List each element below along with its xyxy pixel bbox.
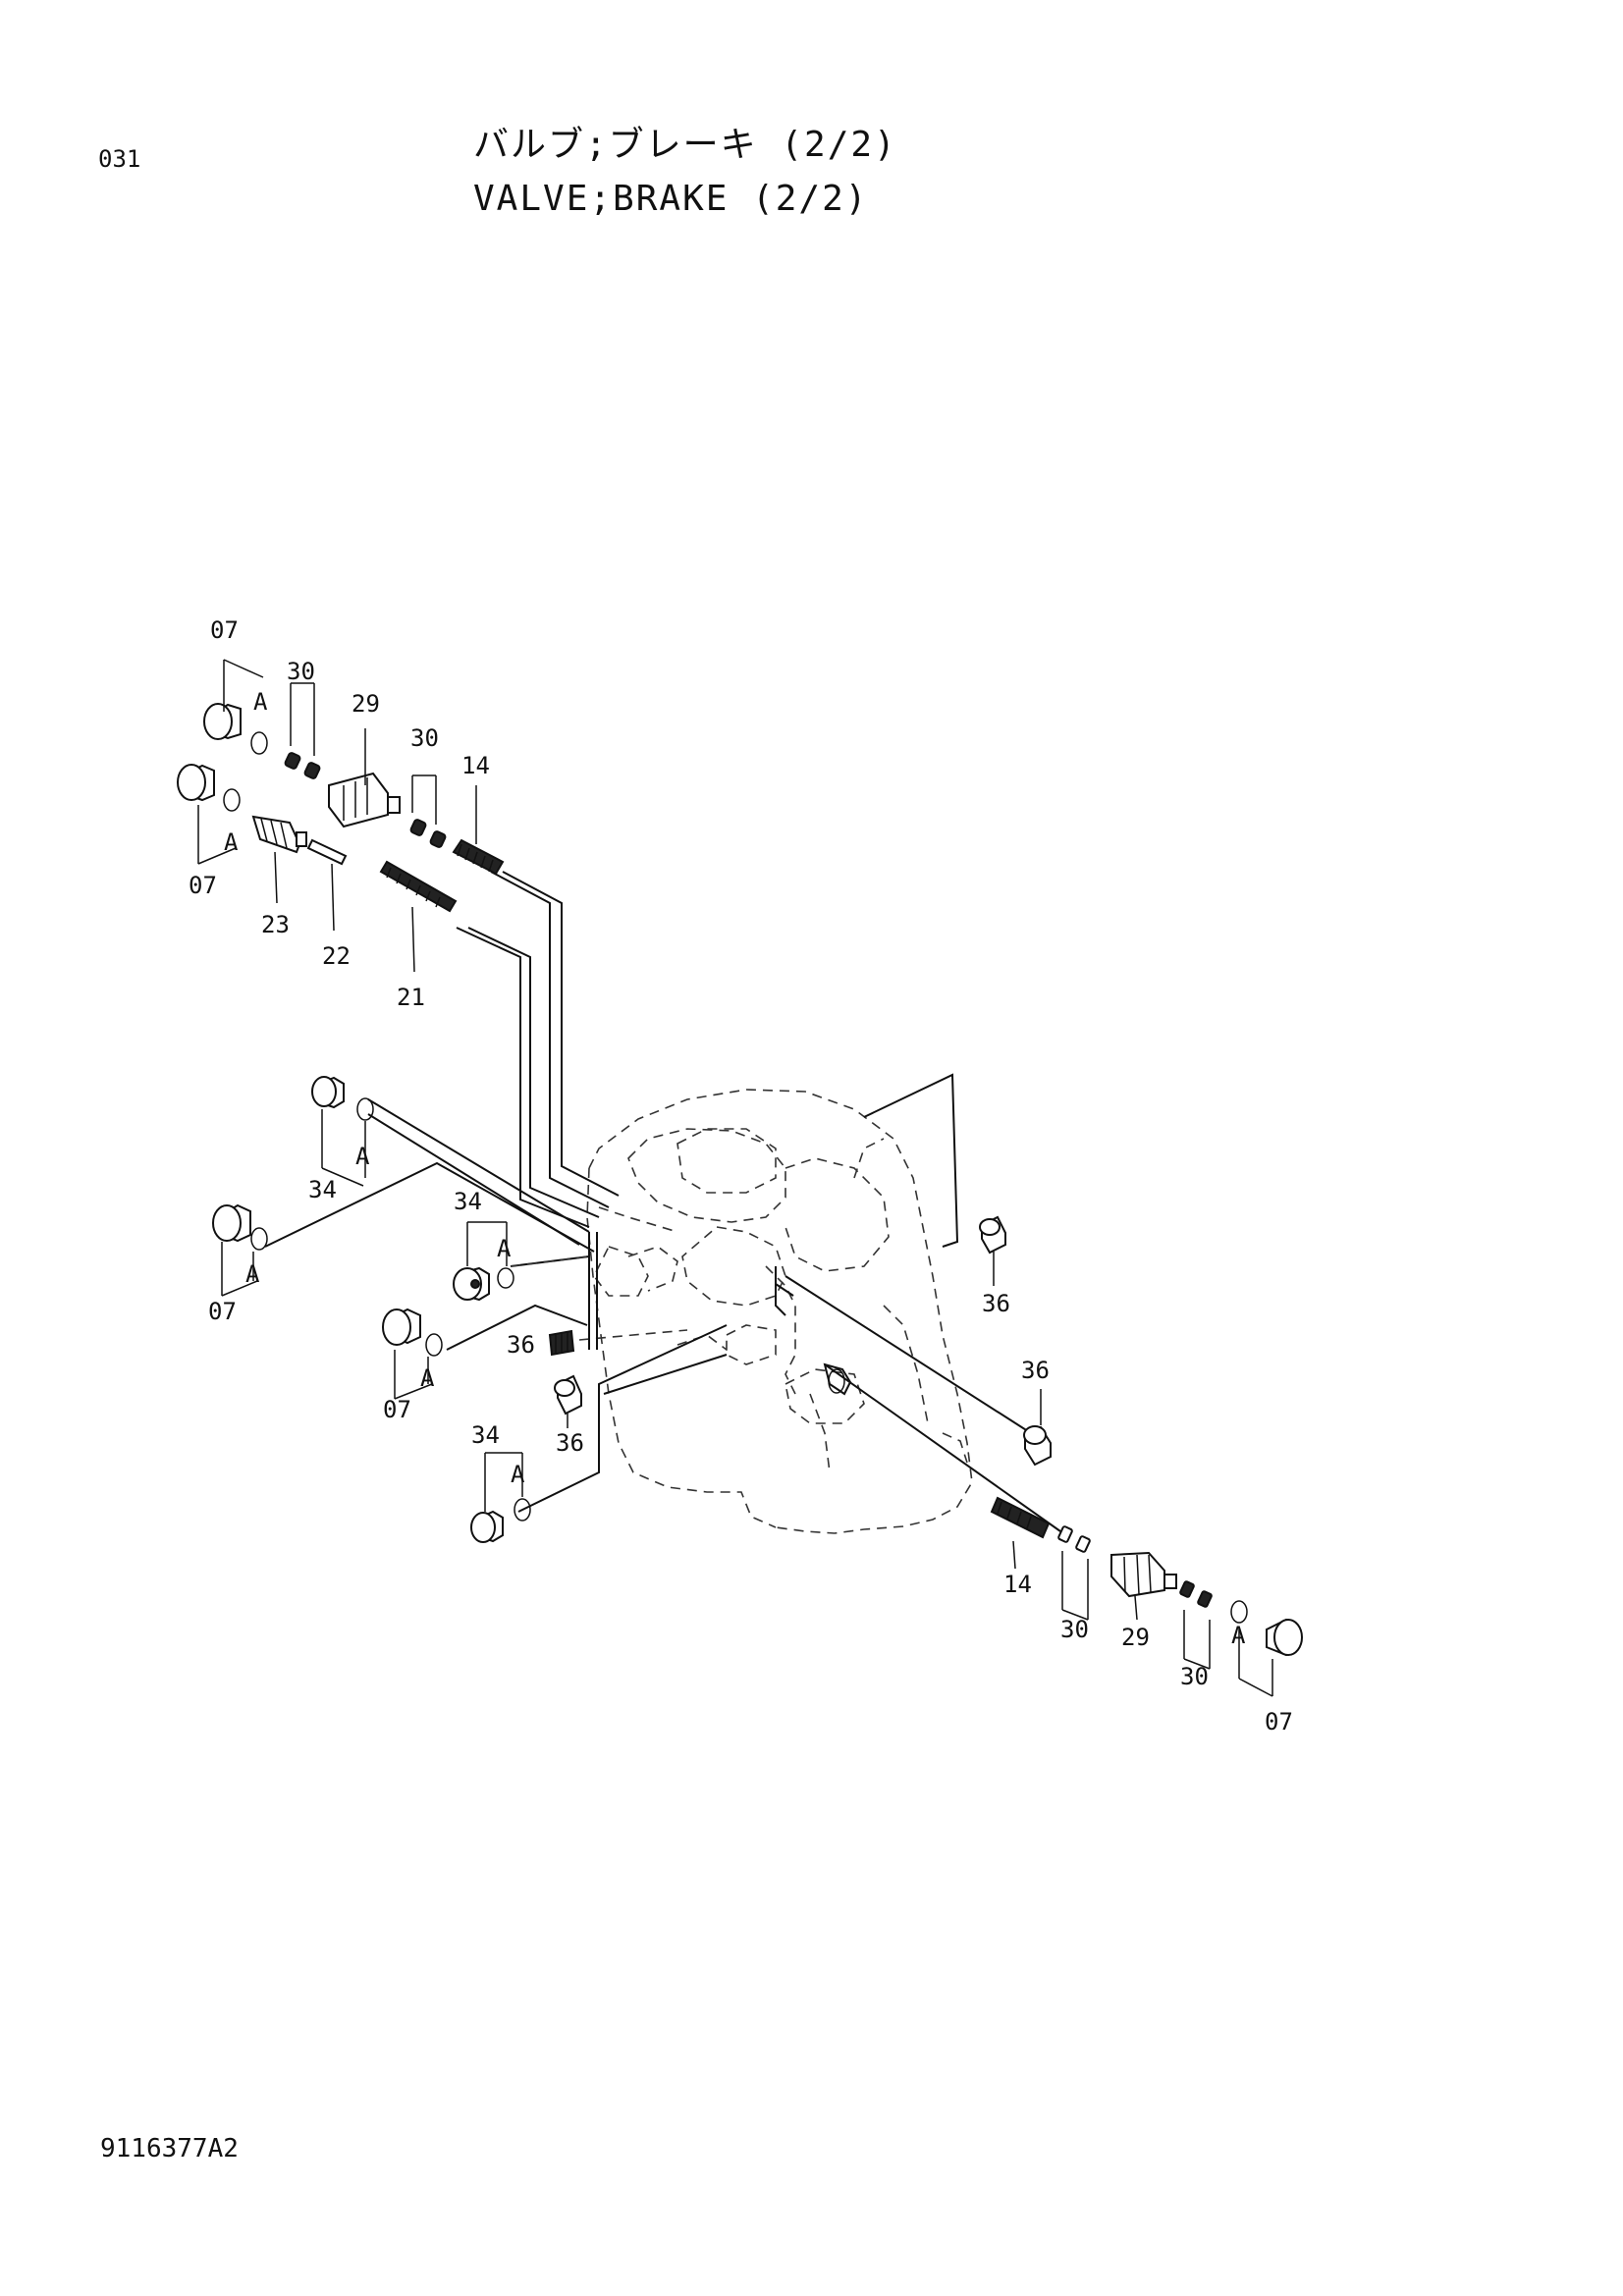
o-ring-second bbox=[223, 788, 241, 812]
callout-07: 07 bbox=[210, 616, 239, 644]
plug-07-lower-right bbox=[1266, 1618, 1303, 1657]
shim-30-e bbox=[1057, 1525, 1073, 1543]
plug-07-middle-left bbox=[212, 1203, 251, 1243]
plug-36-d bbox=[1023, 1425, 1052, 1467]
callout-a: A bbox=[253, 688, 268, 716]
spool-29-upper bbox=[328, 772, 401, 828]
shim-30-d bbox=[429, 830, 447, 848]
left-middle-group bbox=[212, 1076, 531, 1543]
callout-29: 29 bbox=[1121, 1624, 1150, 1651]
callout-07: 07 bbox=[208, 1298, 237, 1325]
leader-lines bbox=[264, 871, 1061, 1532]
plug-34-lower bbox=[470, 1510, 504, 1543]
o-ring-07-middle-left bbox=[250, 1227, 268, 1251]
plug-34-middle bbox=[453, 1266, 490, 1302]
valve-body-outline bbox=[586, 1089, 973, 1534]
callout-29: 29 bbox=[352, 690, 380, 718]
callout-14: 14 bbox=[1003, 1571, 1032, 1598]
callout-07: 07 bbox=[189, 872, 217, 899]
o-ring-34-middle bbox=[497, 1267, 514, 1289]
callout-a: A bbox=[497, 1235, 512, 1262]
callout-34: 34 bbox=[308, 1176, 337, 1203]
o-ring-07-lower-right bbox=[1230, 1600, 1248, 1624]
callout-21: 21 bbox=[397, 984, 425, 1011]
callout-a: A bbox=[245, 1260, 260, 1288]
callout-36: 36 bbox=[982, 1290, 1010, 1317]
piston-23 bbox=[251, 815, 307, 854]
callout-22: 22 bbox=[322, 942, 351, 970]
shim-30-a bbox=[284, 752, 301, 770]
plug-07-second bbox=[177, 764, 215, 802]
plug-36-group bbox=[548, 1215, 1052, 1467]
callout-a: A bbox=[1231, 1622, 1246, 1649]
callout-36: 36 bbox=[507, 1331, 535, 1359]
drawing-code: 9116377A2 bbox=[100, 2134, 239, 2163]
spool-29-lower bbox=[1110, 1551, 1177, 1598]
callout-36: 36 bbox=[1021, 1357, 1050, 1384]
callout-30: 30 bbox=[1180, 1663, 1209, 1690]
page-number: 031 bbox=[98, 145, 141, 173]
callout-07: 07 bbox=[1265, 1708, 1293, 1735]
o-ring-07-lower-left bbox=[425, 1333, 443, 1357]
o-ring-34-lower bbox=[514, 1498, 531, 1522]
callout-34: 34 bbox=[471, 1421, 500, 1449]
o-ring-top bbox=[250, 731, 268, 755]
spring-14-upper bbox=[452, 838, 505, 876]
plug-36-a bbox=[548, 1329, 575, 1357]
callout-a: A bbox=[355, 1143, 370, 1170]
plug-07-top bbox=[203, 703, 242, 740]
plug-07-lower-left bbox=[382, 1308, 421, 1346]
callout-a: A bbox=[420, 1364, 435, 1392]
spring-21 bbox=[379, 860, 458, 913]
callout-labels: 07 A 30 29 30 14 A 07 23 22 21 A 34 34 A… bbox=[189, 616, 1293, 1735]
shim-30-c bbox=[409, 819, 427, 836]
plug-36-b bbox=[554, 1374, 582, 1415]
title-english: VALVE;BRAKE (2/2) bbox=[473, 179, 869, 219]
callout-a: A bbox=[224, 828, 239, 856]
shim-30-b bbox=[303, 762, 321, 779]
pin-22 bbox=[306, 838, 348, 866]
upper-part-group bbox=[177, 659, 505, 973]
lower-right-group bbox=[990, 1496, 1303, 1697]
callout-14: 14 bbox=[461, 752, 490, 779]
plug-36-c bbox=[979, 1215, 1006, 1255]
callout-07: 07 bbox=[383, 1396, 411, 1423]
plug-34-upper bbox=[311, 1076, 345, 1109]
callout-23: 23 bbox=[261, 911, 290, 938]
callout-30: 30 bbox=[410, 724, 439, 752]
spring-14-lower bbox=[990, 1496, 1051, 1539]
callout-30: 30 bbox=[1060, 1616, 1089, 1643]
title-japanese: バルブ;ブレーキ (2/2) bbox=[473, 125, 897, 165]
o-ring-34-upper bbox=[356, 1097, 374, 1121]
callout-34: 34 bbox=[454, 1188, 482, 1215]
shim-30-f bbox=[1075, 1535, 1091, 1553]
shim-30-h bbox=[1197, 1590, 1213, 1608]
callout-30: 30 bbox=[287, 658, 315, 685]
callout-a: A bbox=[511, 1461, 525, 1488]
callout-36: 36 bbox=[556, 1429, 584, 1457]
shim-30-g bbox=[1179, 1580, 1195, 1598]
